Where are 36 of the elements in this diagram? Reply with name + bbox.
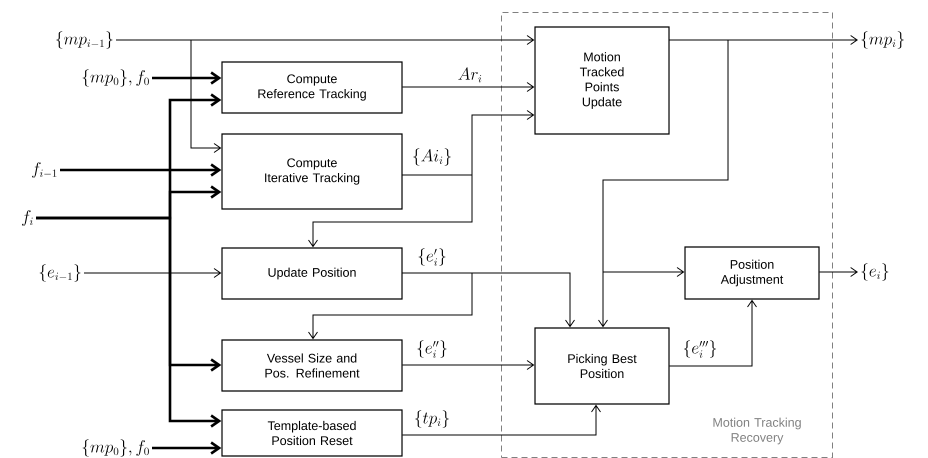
arrow (116, 40, 222, 153)
arrow (402, 82, 534, 92)
input-label: $\{mp_0\}, f_0$ (82, 69, 149, 87)
arrow (308, 272, 472, 340)
arrow (152, 441, 222, 455)
input-label: $\{mp_{i-1}\}$ (56, 31, 113, 49)
process-box: Compute Reference Tracking (221, 61, 403, 114)
arrow (402, 360, 534, 370)
input-label: $\{e_{i-1}\}$ (40, 264, 81, 282)
edge-label: $\{Ai_i\}$ (411, 147, 453, 167)
edge-label: $\{e''_i\}$ (415, 339, 449, 359)
input-label: $f_{i-1}$ (32, 162, 56, 178)
arrow (60, 163, 222, 177)
arrow (152, 71, 222, 85)
output-label: $\{mp_i\}$ (861, 31, 904, 49)
input-label: $f_i$ (22, 210, 33, 226)
edge-label: $\{e'''_i\}$ (682, 339, 718, 359)
output-label: $\{e_i\}$ (861, 263, 888, 281)
process-box: Vessel Size and Pos. Refinement (221, 339, 403, 392)
edge-label: $\{e'_i\}$ (416, 247, 448, 267)
process-box: Update Position (221, 247, 403, 300)
process-box: Motion Tracked Points Update (534, 26, 670, 135)
input-label: $\{mp_0\}, f_0$ (82, 439, 149, 457)
process-box: Picking Best Position (534, 327, 670, 405)
arrow (602, 40, 728, 277)
edge-label: $\{tp_i\}$ (412, 409, 452, 429)
arrow (669, 300, 757, 366)
process-box: Compute Iterative Tracking (221, 133, 403, 210)
arrow (84, 268, 222, 278)
arrow (308, 174, 472, 248)
process-box: Position Adjustment (684, 246, 820, 300)
arrow (819, 267, 858, 277)
process-box: Template-based Position Reset (221, 409, 403, 457)
edge-label: $Ar_i$ (456, 66, 484, 84)
arrow (402, 404, 601, 436)
arrow (36, 216, 222, 428)
